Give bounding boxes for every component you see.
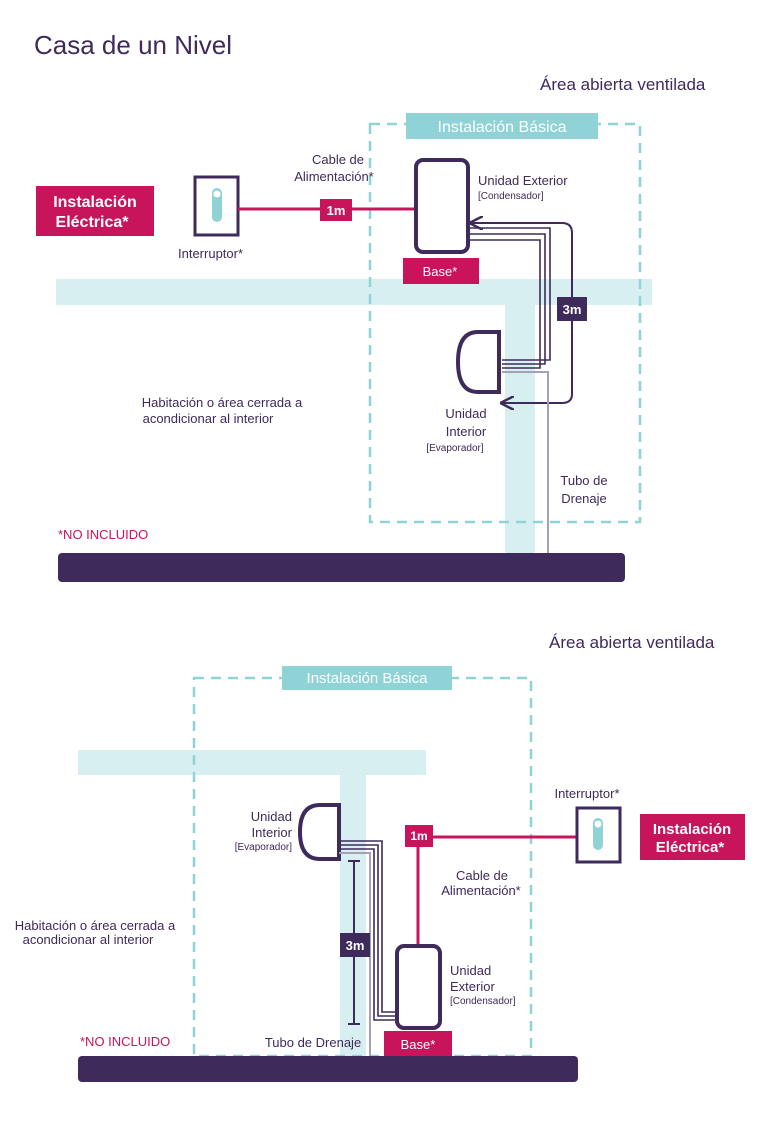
indoor-unit-label-2: Interior <box>446 424 487 439</box>
indoor-unit-sublabel: [Evaporador] <box>235 842 292 853</box>
room-label-line1: Habitación o área cerrada a <box>15 918 176 933</box>
drain-pipe <box>339 852 371 1056</box>
outdoor-unit-label-1: Unidad <box>450 963 491 978</box>
drain-label-line1: Tubo de <box>560 473 607 488</box>
basic-installation-tag <box>282 666 452 690</box>
pipe-length: 3m <box>346 938 365 953</box>
cable-label-line2: Alimentación* <box>441 883 521 898</box>
basic-installation-box <box>192 676 533 1058</box>
not-included-note: *NO INCLUIDO <box>80 1034 170 1049</box>
cable-length: 1m <box>327 203 346 218</box>
basic-installation-box <box>368 122 642 524</box>
switch-label: Interruptor* <box>178 246 243 261</box>
room-label-line2: acondicionar al interior <box>23 932 154 947</box>
electrical-label-line2: Eléctrica* <box>656 839 725 856</box>
electrical-label-line1: Instalación <box>53 194 137 211</box>
pipe-length-tag <box>557 297 587 321</box>
area-label: Área abierta ventilada <box>540 75 706 94</box>
wall-band <box>505 279 535 553</box>
electrical-label-line1: Instalación <box>653 821 731 838</box>
not-included-note: *NO INCLUIDO <box>58 527 148 542</box>
drain-label-line2: Drenaje <box>561 491 607 506</box>
indoor-unit-label-2: Interior <box>252 825 293 840</box>
base-tag <box>384 1031 452 1056</box>
pipe-length-tag <box>340 933 370 957</box>
indoor-unit-icon <box>455 330 501 394</box>
outdoor-unit-sublabel: [Condensador] <box>478 191 544 202</box>
cable-label-line1: Cable de <box>312 152 364 167</box>
electrical-installation-box <box>36 186 154 236</box>
basic-installation-label: Instalación Básica <box>307 670 429 687</box>
outdoor-unit-label-2: Exterior <box>450 979 495 994</box>
base-label: Base* <box>401 1037 436 1052</box>
ceiling-band <box>56 279 652 305</box>
cable-label-line1: Cable de <box>456 868 508 883</box>
outdoor-unit-icon <box>414 158 470 254</box>
electrical-label-line2: Eléctrica* <box>56 214 130 231</box>
cable-length: 1m <box>410 829 427 843</box>
room-label-line2: acondicionar al interior <box>143 411 274 426</box>
room-label-line1: Habitación o área cerrada a <box>142 395 303 410</box>
cable-length-tag <box>405 825 433 847</box>
indoor-unit-label-1: Unidad <box>251 809 292 824</box>
ground-bar <box>58 553 625 582</box>
outdoor-unit-sublabel: [Condensador] <box>450 996 516 1007</box>
pipe-length: 3m <box>563 302 582 317</box>
base-label: Base* <box>423 264 458 279</box>
refrigerant-pipes <box>339 840 395 1021</box>
indoor-unit-sublabel: [Evaporador] <box>426 443 483 454</box>
cable-length-tag <box>320 199 352 221</box>
electrical-installation-box <box>640 814 745 860</box>
indoor-unit-label-1: Unidad <box>445 406 486 421</box>
page-title: Casa de un Nivel <box>34 30 232 60</box>
diagram-2: Área abierta ventilada Instalación Básic… <box>15 633 745 1082</box>
drain-pipe <box>502 371 549 553</box>
basic-installation-tag <box>406 113 598 139</box>
drain-label: Tubo de Drenaje <box>265 1035 361 1050</box>
cable-label-line2: Alimentación* <box>294 169 374 184</box>
switch-toggle <box>212 188 222 222</box>
switch-label: Interruptor* <box>554 786 619 801</box>
area-label: Área abierta ventilada <box>549 633 715 652</box>
outdoor-unit-label: Unidad Exterior <box>478 173 568 188</box>
ground-bar <box>78 1056 578 1082</box>
diagram-1: Área abierta ventilada Instalación Básic… <box>36 75 706 582</box>
indoor-unit-icon <box>297 803 341 861</box>
ceiling-band <box>78 750 426 775</box>
base-tag <box>403 258 479 284</box>
basic-installation-label: Instalación Básica <box>438 119 567 136</box>
outdoor-unit-icon <box>395 944 442 1030</box>
